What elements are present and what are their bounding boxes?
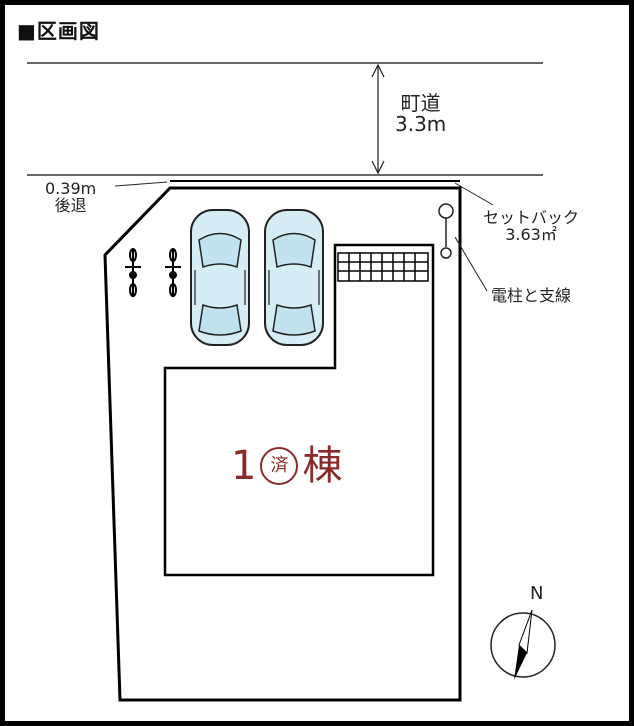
road-name: 町道 [400, 91, 441, 115]
setback-right-text: セットバック [483, 208, 580, 227]
pole-leader [454, 236, 488, 292]
site-plan-frame: ■区画図 [5, 5, 629, 721]
utility-pole-icon [438, 203, 454, 259]
utility-pole-label: 電柱と支線 [491, 286, 572, 305]
road-label: 町道 3.3m [395, 93, 446, 135]
building-label: 1 済 棟 [231, 445, 342, 487]
setback-right-label: セットバック 3.63㎡ [483, 208, 580, 244]
setback-left-leader [114, 181, 168, 187]
setback-text: 後退 [54, 195, 87, 215]
lot-boundary [103, 186, 462, 702]
building-footprint [163, 243, 435, 577]
setback-left-label: 0.39m 後退 [45, 179, 97, 215]
setback-distance: 0.39m [45, 179, 97, 198]
road-width: 3.3m [395, 112, 447, 136]
car-right [264, 209, 324, 346]
setback-area: 3.63㎡ [505, 224, 557, 244]
bicycle-icon [165, 248, 181, 297]
car-left [190, 209, 250, 346]
building-number: 1 [231, 443, 257, 489]
building-unit: 棟 [302, 443, 343, 489]
bicycle-icon [125, 248, 141, 297]
deck-grid [337, 252, 429, 282]
sold-stamp: 済 [260, 447, 299, 485]
page-title: ■区画図 [17, 19, 100, 43]
north-label: N [530, 583, 544, 604]
site-plan-drawing [27, 62, 556, 702]
compass-icon [490, 609, 556, 680]
